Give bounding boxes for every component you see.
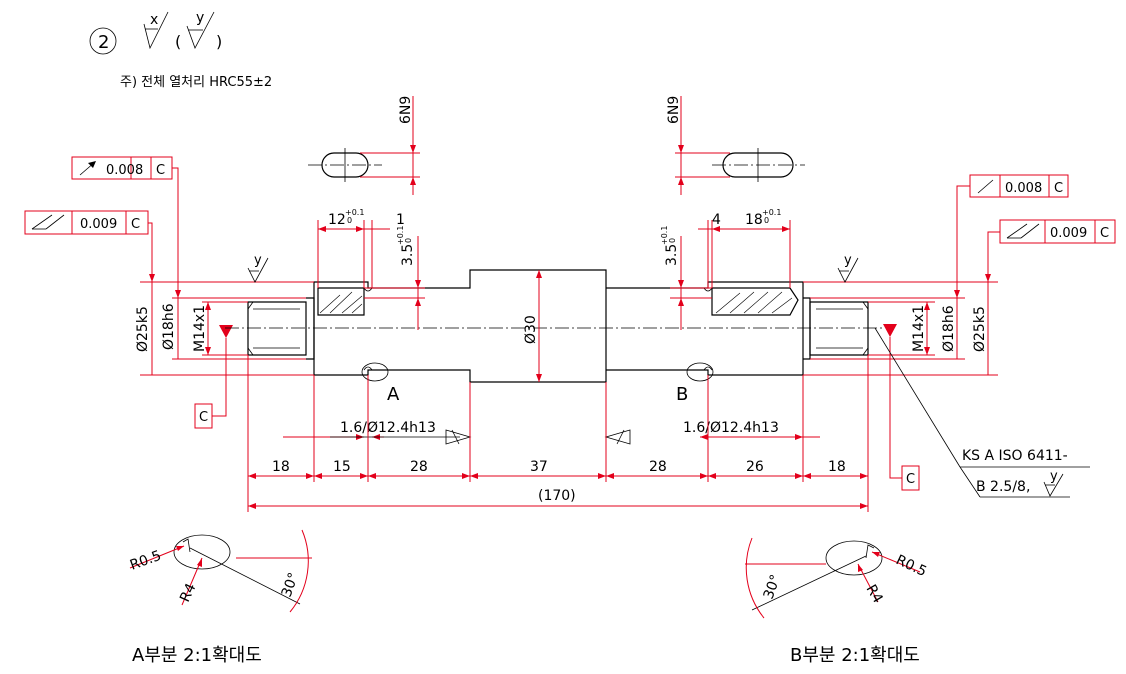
dia-right-outer: Ø25k5: [972, 306, 988, 352]
symbol-number: 2: [98, 32, 109, 53]
length-dims: 18 15 28 37 28 26 18 (170): [248, 459, 868, 509]
datum-c-right: C: [883, 324, 920, 491]
seg-4: 37: [530, 459, 548, 475]
center-note-symbol: y: [1050, 469, 1058, 484]
groove-right: 1.6/Ø12.4h13: [683, 420, 779, 436]
surface-x-symbol: [143, 11, 169, 50]
surface-y-letter: y: [196, 10, 204, 26]
detail-a: R0.5 R4 30° A부분 2:1확대도: [128, 529, 312, 666]
runout-value-right: 0.008: [1005, 181, 1042, 196]
datum-c-left: C: [194, 325, 233, 429]
right-keyway-depth-tol: +0.1: [660, 226, 669, 245]
left-keyway-len: 12: [328, 212, 346, 228]
detail-a-r2: R4: [177, 581, 199, 605]
runout-value-left: 0.008: [106, 163, 143, 178]
center-note-line2: B 2.5/8,: [976, 479, 1030, 495]
right-keyway-len-tol: +0.1: [762, 208, 781, 217]
groove-right-symbol-icon: [604, 429, 631, 445]
symbol-number-circle: [89, 27, 117, 55]
surface-texture-header: 2 x ( y ) 주) 전체 열처리 HRC55±2: [89, 10, 272, 90]
left-keyway-offset: 1: [396, 212, 405, 228]
detail-a-circle: [361, 362, 389, 382]
total-runout-datum-left: C: [131, 217, 140, 232]
left-keyway-depth: 3.5: [400, 244, 416, 266]
total-runout-icon: [31, 214, 65, 230]
thread-right: M14x1: [911, 305, 927, 352]
seg-3: 28: [410, 459, 428, 475]
shaft-body: A B: [225, 269, 885, 405]
dia-center: Ø30: [523, 315, 539, 344]
right-keyway-depth-tol2: 0: [668, 238, 677, 243]
center-hole-note: KS A ISO 6411- B 2.5/8, y: [874, 327, 1090, 498]
seg-7: 18: [828, 459, 846, 475]
total-runout-frame-right: 0.009 C: [985, 219, 1116, 282]
runout-datum-right: C: [1054, 181, 1063, 196]
total-length: (170): [538, 488, 576, 504]
detail-b-angle: 30°: [761, 573, 785, 602]
seg-5: 28: [649, 459, 667, 475]
keyway-view-right: 6N9: [666, 96, 805, 195]
dia-right-inner: Ø18h6: [941, 305, 957, 352]
left-keyway-len-tol: +0.1: [345, 208, 364, 217]
detail-b-r2: R4: [863, 582, 886, 606]
diameter-dims: Ø25k5 Ø18h6 M14x1 Ø30 M14x1 Ø18h6 Ø25k5: [135, 270, 989, 382]
surface-marks: y y: [247, 253, 859, 283]
detail-b-caption: B부분 2:1확대도: [790, 645, 920, 666]
datum-c-right-label: C: [906, 472, 915, 487]
total-runout-value-right: 0.009: [1050, 226, 1087, 241]
dia-left-inner: Ø18h6: [161, 303, 177, 350]
right-keyway-depth: 3.5: [664, 244, 680, 266]
right-keyway-len: 18: [745, 212, 763, 228]
surface-y-right: y: [844, 253, 852, 268]
runout-datum-left: C: [156, 163, 165, 178]
runout-frame-right: 0.008 C: [954, 174, 1069, 298]
detail-a-caption: A부분 2:1확대도: [132, 645, 262, 666]
center-note-line1: KS A ISO 6411-: [962, 448, 1068, 464]
total-runout-icon-right: [1006, 223, 1040, 239]
keyway-width-right: 6N9: [666, 96, 682, 124]
groove-notes: 1.6/Ø12.4h13 1.6/Ø12.4h13: [283, 420, 820, 445]
total-runout-value-left: 0.009: [80, 217, 117, 232]
right-keyway-len-tol2: 0: [764, 216, 769, 225]
detail-a-angle: 30°: [279, 571, 303, 600]
total-runout-frame-left: 0.009 C: [24, 210, 155, 282]
seg-2: 15: [333, 459, 351, 475]
groove-left-symbol-icon: [445, 429, 472, 445]
runout-frame-left: 0.008 C: [71, 156, 181, 298]
detail-b-r1: R0.5: [893, 552, 929, 580]
paren-close: ): [216, 32, 222, 51]
runout-arrow-icon-right: [977, 179, 994, 194]
thread-left: M14x1: [192, 305, 208, 352]
groove-left: 1.6/Ø12.4h13: [340, 420, 436, 436]
surface-y-symbol: [186, 11, 215, 49]
heat-treatment-note: 주) 전체 열처리 HRC55±2: [120, 75, 272, 90]
detail-b: R0.5 R4 30° B부분 2:1확대도: [745, 537, 929, 666]
surface-y-left: y: [254, 253, 262, 268]
left-keyway-depth-tol2: 0: [404, 238, 413, 243]
surface-x-letter: x: [150, 12, 158, 28]
detail-a-r1: R0.5: [128, 548, 164, 574]
total-runout-datum-right: C: [1100, 226, 1109, 241]
keyway-width-left: 6N9: [398, 96, 414, 124]
length-extension-lines: [247, 355, 869, 512]
detail-b-circle: [686, 362, 714, 382]
left-keyway-len-tol2: 0: [347, 216, 352, 225]
datum-c-left-label: C: [199, 410, 208, 425]
keyway-view-left: 6N9: [308, 96, 420, 195]
seg-6: 26: [746, 459, 764, 475]
right-keyway-offset: 4: [712, 212, 721, 228]
detail-a-label: A: [387, 384, 400, 405]
paren-open: (: [175, 32, 181, 51]
seg-1: 18: [272, 459, 290, 475]
detail-b-label: B: [676, 384, 688, 405]
keyway-side-dims: 12 +0.1 0 1 3.5 +0.1 0 3.5 +0.1 0 4 18 +…: [317, 208, 791, 330]
dia-left-outer: Ø25k5: [135, 306, 151, 352]
extension-lines: [140, 281, 998, 376]
left-keyway-depth-tol: +0.1: [396, 226, 405, 245]
